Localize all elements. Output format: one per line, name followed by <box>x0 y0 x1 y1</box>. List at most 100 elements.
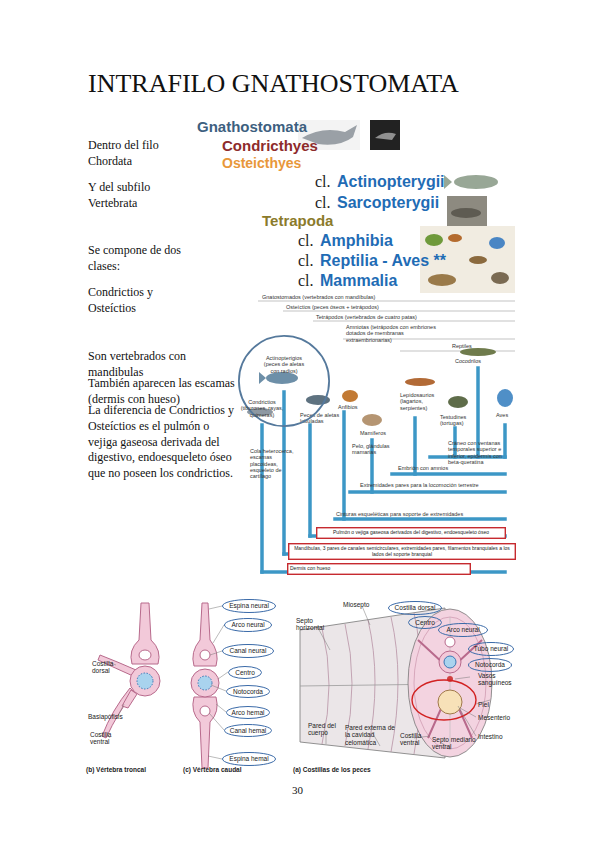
cladogram-label: Aves <box>496 412 508 418</box>
cladogram-label: Tetrápodos (vertebrados de cuatro patas) <box>316 314 417 320</box>
cladogram-brackets <box>258 301 515 302</box>
fish-body-section <box>438 690 462 714</box>
thumbnail-images <box>428 274 456 286</box>
fish-body-section <box>300 606 492 758</box>
class-name: Reptilia - Aves ** <box>320 252 446 270</box>
taxon-heading: Gnathostomata <box>197 119 307 136</box>
taxon-icons <box>448 396 468 408</box>
part-label: Miosepto <box>343 601 369 608</box>
thumbnail-images <box>186 116 516 294</box>
circled-label: Canal hemal <box>224 724 272 737</box>
class-name: Mammalia <box>320 272 397 290</box>
leader-lines <box>216 704 226 712</box>
thumbnail-images <box>370 120 400 150</box>
circled-label: Arco neural <box>438 623 488 637</box>
node-text: Espina neural <box>229 602 269 609</box>
class-prefix: cl. <box>315 194 331 212</box>
taxon-heading: Tetrapoda <box>262 213 333 230</box>
part-label: Vasos sanguíneos <box>478 672 516 687</box>
leader-lines <box>107 606 228 759</box>
node-body: Arco hemal <box>226 706 270 719</box>
fish-body-section <box>414 617 486 749</box>
node-body: Canal hemal <box>224 724 272 737</box>
ellipse-outline <box>225 619 272 632</box>
node-text: Espina hemal <box>229 755 268 762</box>
ellipse-outline <box>439 624 488 637</box>
node-text: Tubo neural <box>474 645 508 652</box>
cladogram-label: Cráneo con ventanas temporales superior … <box>448 440 514 465</box>
cladogram-brackets <box>258 301 515 351</box>
ellipse-outline <box>239 336 329 426</box>
cladogram-branches <box>342 412 346 519</box>
node-body: Costilla dorsal <box>388 601 442 615</box>
highlight-box: Dermis con hueso <box>287 563 471 575</box>
cladogram-label: Reptiles <box>452 343 472 349</box>
body-text: Dentro del filo Chordata <box>88 138 168 170</box>
trunk-vertebra <box>130 666 160 696</box>
circled-label: Notocorda <box>226 685 270 698</box>
node-text: Mandíbulas, 3 pares de canales semicircu… <box>288 546 516 558</box>
ellipse-outline <box>223 753 276 766</box>
node-text: Costilla dorsal <box>395 604 436 611</box>
part-label: Costilla ventral <box>400 732 432 747</box>
caudal-vertebra <box>200 706 210 716</box>
part-label: Basiapófisis <box>88 713 123 720</box>
part-label: Mesenterio <box>478 714 510 721</box>
page-number: 30 <box>292 784 303 796</box>
part-label: Pared del cuerpo <box>308 722 340 737</box>
part-label: Intestino <box>478 733 503 740</box>
node-text: Centro <box>235 669 255 676</box>
body-text: También aparecen las escamas (dermis con… <box>88 376 238 408</box>
taxon-heading: Condricthyes <box>222 138 318 155</box>
caudal-vertebra <box>200 650 210 660</box>
circled-label: Espina hemal <box>222 752 276 766</box>
node-body: Centro <box>228 666 262 679</box>
ellipse-outline <box>225 725 272 737</box>
cladogram-label: Cocodrilos <box>455 358 481 364</box>
body-text: Son vertebrados con mandibulas <box>88 349 200 381</box>
part-label: Pared externa de la cavidad celomática <box>345 724 400 746</box>
node-text: Notocorda <box>475 661 505 668</box>
ellipse-outline <box>229 667 262 679</box>
taxon-icons <box>342 390 358 402</box>
part-label: Septo horizontal <box>296 617 324 632</box>
ellipse-outline <box>223 645 274 658</box>
node-text: Canal hemal <box>230 727 267 734</box>
cladogram-label: Cinturas esqueléticas para soporte de ex… <box>336 511 463 517</box>
trunk-vertebra <box>131 603 159 664</box>
thumbnail-images <box>447 196 487 228</box>
body-text: Se compone de dos clases: <box>88 243 183 275</box>
node-text: Arco neural <box>446 626 479 633</box>
thumbnail-images <box>454 175 498 189</box>
cladogram-label: Pelo, glándulas mamarias <box>352 443 392 456</box>
node-text: Pulmón o vejiga gaseosa derivados del di… <box>333 530 489 536</box>
cladogram-label: Gnatostomados (vertebrados con mandíbula… <box>262 294 375 300</box>
node-text: Arco neural <box>231 621 264 628</box>
node-body: Arco neural <box>438 623 488 637</box>
figure-caption: (c) Vértebra caudal <box>183 766 242 773</box>
cladogram-label: Amniotas (tetrápodos con embriones dotad… <box>346 324 441 343</box>
class-prefix: cl. <box>298 232 314 250</box>
cladogram-label: Peces de aletas lobuladas <box>300 412 340 425</box>
cladogram-branches <box>392 472 505 476</box>
cladogram-brackets <box>283 311 515 312</box>
node-text: Centro <box>415 619 435 626</box>
leader-lines <box>218 672 228 679</box>
taxon-icons <box>259 372 266 384</box>
cladogram-label: Lepidosaurios (lagartos, serpientes) <box>400 392 448 411</box>
fish-body-section <box>439 651 461 673</box>
cladogram-brackets <box>400 351 515 352</box>
caudal-vertebra <box>193 603 217 666</box>
node-body: Espina neural <box>222 599 276 613</box>
leader-lines <box>209 713 224 730</box>
node-text: Notocorda <box>233 688 263 695</box>
body-text: La diferencia de Condrictios y Osteíctio… <box>88 403 238 482</box>
class-prefix: cl. <box>315 173 331 191</box>
thumbnail-images <box>489 237 505 249</box>
thumbnail-images <box>448 234 462 242</box>
cladogram-label: Osteíctios (peces óseos + tetrápodos) <box>286 304 379 310</box>
part-label: Septo mediano ventral <box>432 736 487 751</box>
thumbnail-images <box>186 116 516 294</box>
class-prefix: cl. <box>298 272 314 290</box>
ellipse-outline <box>223 600 276 613</box>
